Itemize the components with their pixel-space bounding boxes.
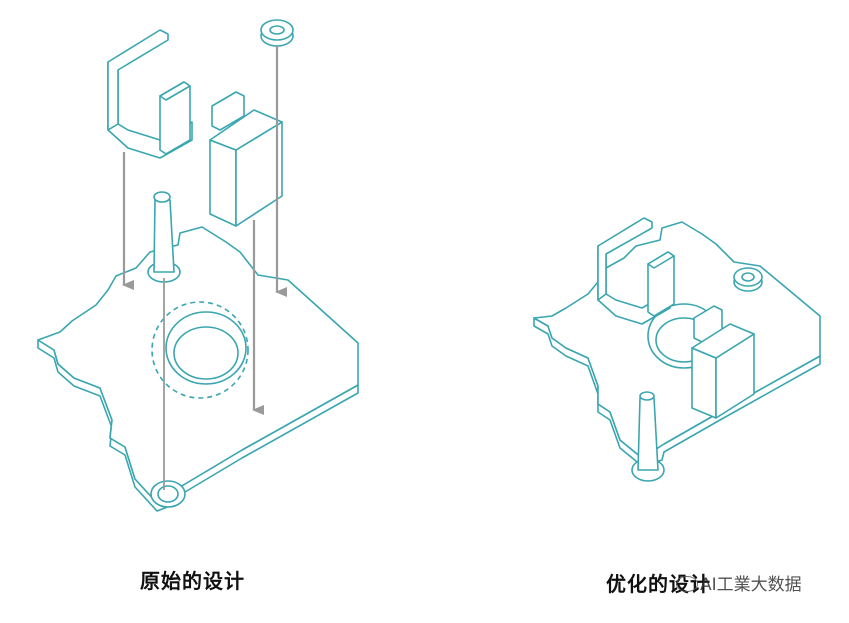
wechat-icon [676,576,698,592]
original-washer-hole [269,25,285,35]
original-bracket-post-top [159,81,191,101]
original-pin [153,199,175,273]
watermark: AI工業大数据 [676,570,802,595]
assembly-arrows [122,46,287,490]
optimized-block-top [691,323,755,359]
caption-original: 原始的设计 [140,569,245,593]
watermark-text: AI工業大数据 [700,575,802,595]
original-block-front [209,139,237,227]
original-design [37,19,359,512]
original-hole-inner [173,326,239,380]
optimized-design [533,217,821,482]
original-boss-bottom-inner [157,485,179,503]
optimized-bracket-back [597,217,653,301]
original-pin-top [153,191,171,203]
original-block-top [209,109,283,151]
optimized-pin [637,397,659,471]
optimized-pin-top [639,391,655,401]
optimized-block-front [691,347,717,419]
original-bracket-back [107,29,169,131]
original-hole-halo [151,301,249,399]
optimized-washer-hole [741,272,755,282]
optimized-bracket-post-top [647,251,675,269]
